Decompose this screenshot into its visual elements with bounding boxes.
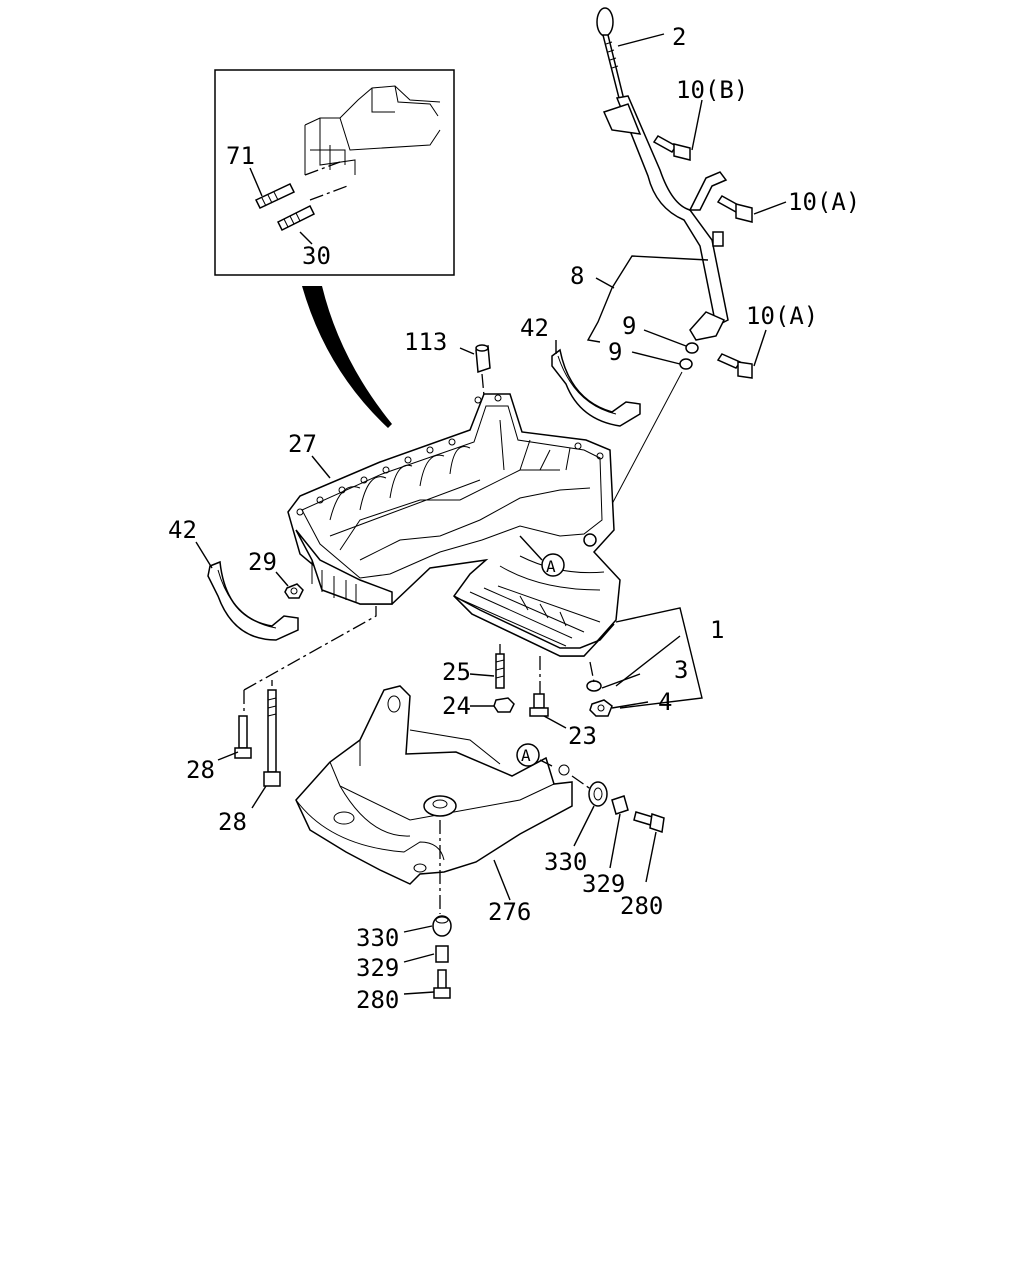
label-10b: 10(B) (676, 76, 748, 104)
label-280-right: 280 (620, 892, 663, 920)
label-42-left: 42 (168, 516, 197, 544)
label-27: 27 (288, 430, 317, 458)
oil-pan-27 (287, 393, 621, 657)
bolt-280-right (633, 811, 665, 833)
label-a-pan: A (546, 557, 556, 576)
label-28-upper: 28 (186, 756, 215, 784)
label-23: 23 (568, 722, 597, 750)
bolt-28-long (263, 689, 281, 787)
label-330-bottom: 330 (356, 924, 399, 952)
label-113: 113 (404, 328, 447, 356)
inset-pointer (302, 286, 392, 428)
label-25: 25 (442, 658, 471, 686)
nut-24 (493, 697, 515, 713)
label-42-top: 42 (520, 314, 549, 342)
label-280-bottom: 280 (356, 986, 399, 1014)
label-2: 2 (672, 23, 686, 51)
stud-30 (276, 204, 316, 232)
label-3: 3 (674, 656, 688, 684)
inset-detail (214, 69, 455, 276)
label-276: 276 (488, 898, 531, 926)
skid-plate-276 (295, 685, 573, 885)
bolt-10a-upper (716, 195, 753, 223)
bolt-10a-lower (716, 353, 753, 379)
seal-retainer-42-left (207, 560, 299, 641)
label-10a-upper: 10(A) (788, 188, 860, 216)
label-4: 4 (658, 688, 672, 716)
nut-29 (284, 583, 304, 599)
dipstick-guide-tube (602, 95, 729, 341)
label-10a-lower: 10(A) (746, 302, 818, 330)
label-329-bottom: 329 (356, 954, 399, 982)
drain-plug-4 (589, 699, 613, 717)
seal-retainer-42-top (551, 348, 641, 427)
label-330-right: 330 (544, 848, 587, 876)
label-9-lower: 9 (608, 338, 622, 366)
view-marker-a-pan (541, 553, 565, 577)
rubber-mount-330-bottom (432, 915, 452, 937)
label-28-lower: 28 (218, 808, 247, 836)
o-ring-9-upper (685, 342, 699, 354)
label-30: 30 (302, 242, 331, 270)
plug-113 (475, 344, 491, 374)
stud-71 (254, 183, 296, 209)
view-marker-a-guard (516, 743, 540, 767)
leader-lines (195, 33, 787, 995)
label-8: 8 (570, 262, 584, 290)
label-24: 24 (442, 692, 471, 720)
label-29: 29 (248, 548, 277, 576)
label-329-right: 329 (582, 870, 625, 898)
washer-3 (586, 680, 602, 692)
collar-329-bottom (435, 945, 449, 963)
dipstick (596, 7, 625, 104)
label-1: 1 (710, 616, 724, 644)
part-labels: 2 10(B) 10(A) 8 9 9 10(A) 71 30 113 42 2… (168, 23, 860, 1014)
stud-25 (495, 653, 505, 689)
drain-plug-23 (529, 693, 549, 717)
bolt-10b (652, 135, 691, 161)
rubber-mount-330-right (588, 781, 608, 807)
bolt-280-bottom (433, 969, 451, 999)
collar-329-right (611, 795, 629, 815)
o-ring-9-lower (679, 358, 693, 370)
label-a-guard: A (521, 746, 531, 765)
bolt-28-short (234, 715, 252, 759)
label-9-upper: 9 (622, 312, 636, 340)
label-71: 71 (226, 142, 255, 170)
